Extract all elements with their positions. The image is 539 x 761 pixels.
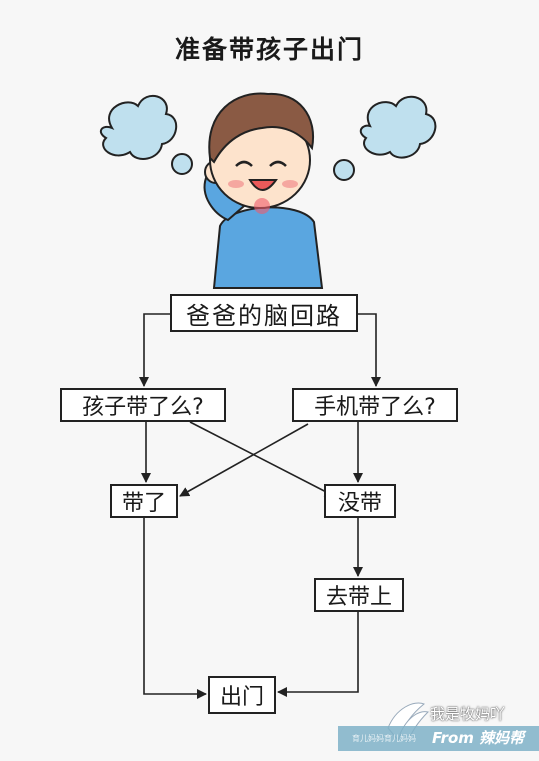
flow-node-phone-question: 手机带了么? — [292, 388, 458, 422]
flow-node-go-get: 去带上 — [314, 578, 404, 612]
cloud-right-icon — [333, 95, 437, 181]
flow-node-go-out: 出门 — [208, 676, 276, 714]
watermark-author: 我是牧妈吖 — [430, 705, 506, 723]
flow-node-root: 爸爸的脑回路 — [170, 294, 358, 332]
flow-connectors — [139, 313, 381, 699]
watermark-small-text: 育儿妈妈育儿妈妈 — [352, 734, 416, 743]
watermark-bar — [338, 726, 539, 751]
cloud-left-icon — [99, 95, 193, 175]
page-title: 准备带孩子出门 — [174, 35, 364, 64]
boy-illustration — [203, 92, 324, 289]
flow-node-not-brought: 没带 — [324, 484, 396, 518]
watermark-source: From 辣妈帮 — [432, 729, 525, 747]
flow-node-brought: 带了 — [110, 484, 178, 518]
flow-node-child-question: 孩子带了么? — [60, 388, 226, 422]
